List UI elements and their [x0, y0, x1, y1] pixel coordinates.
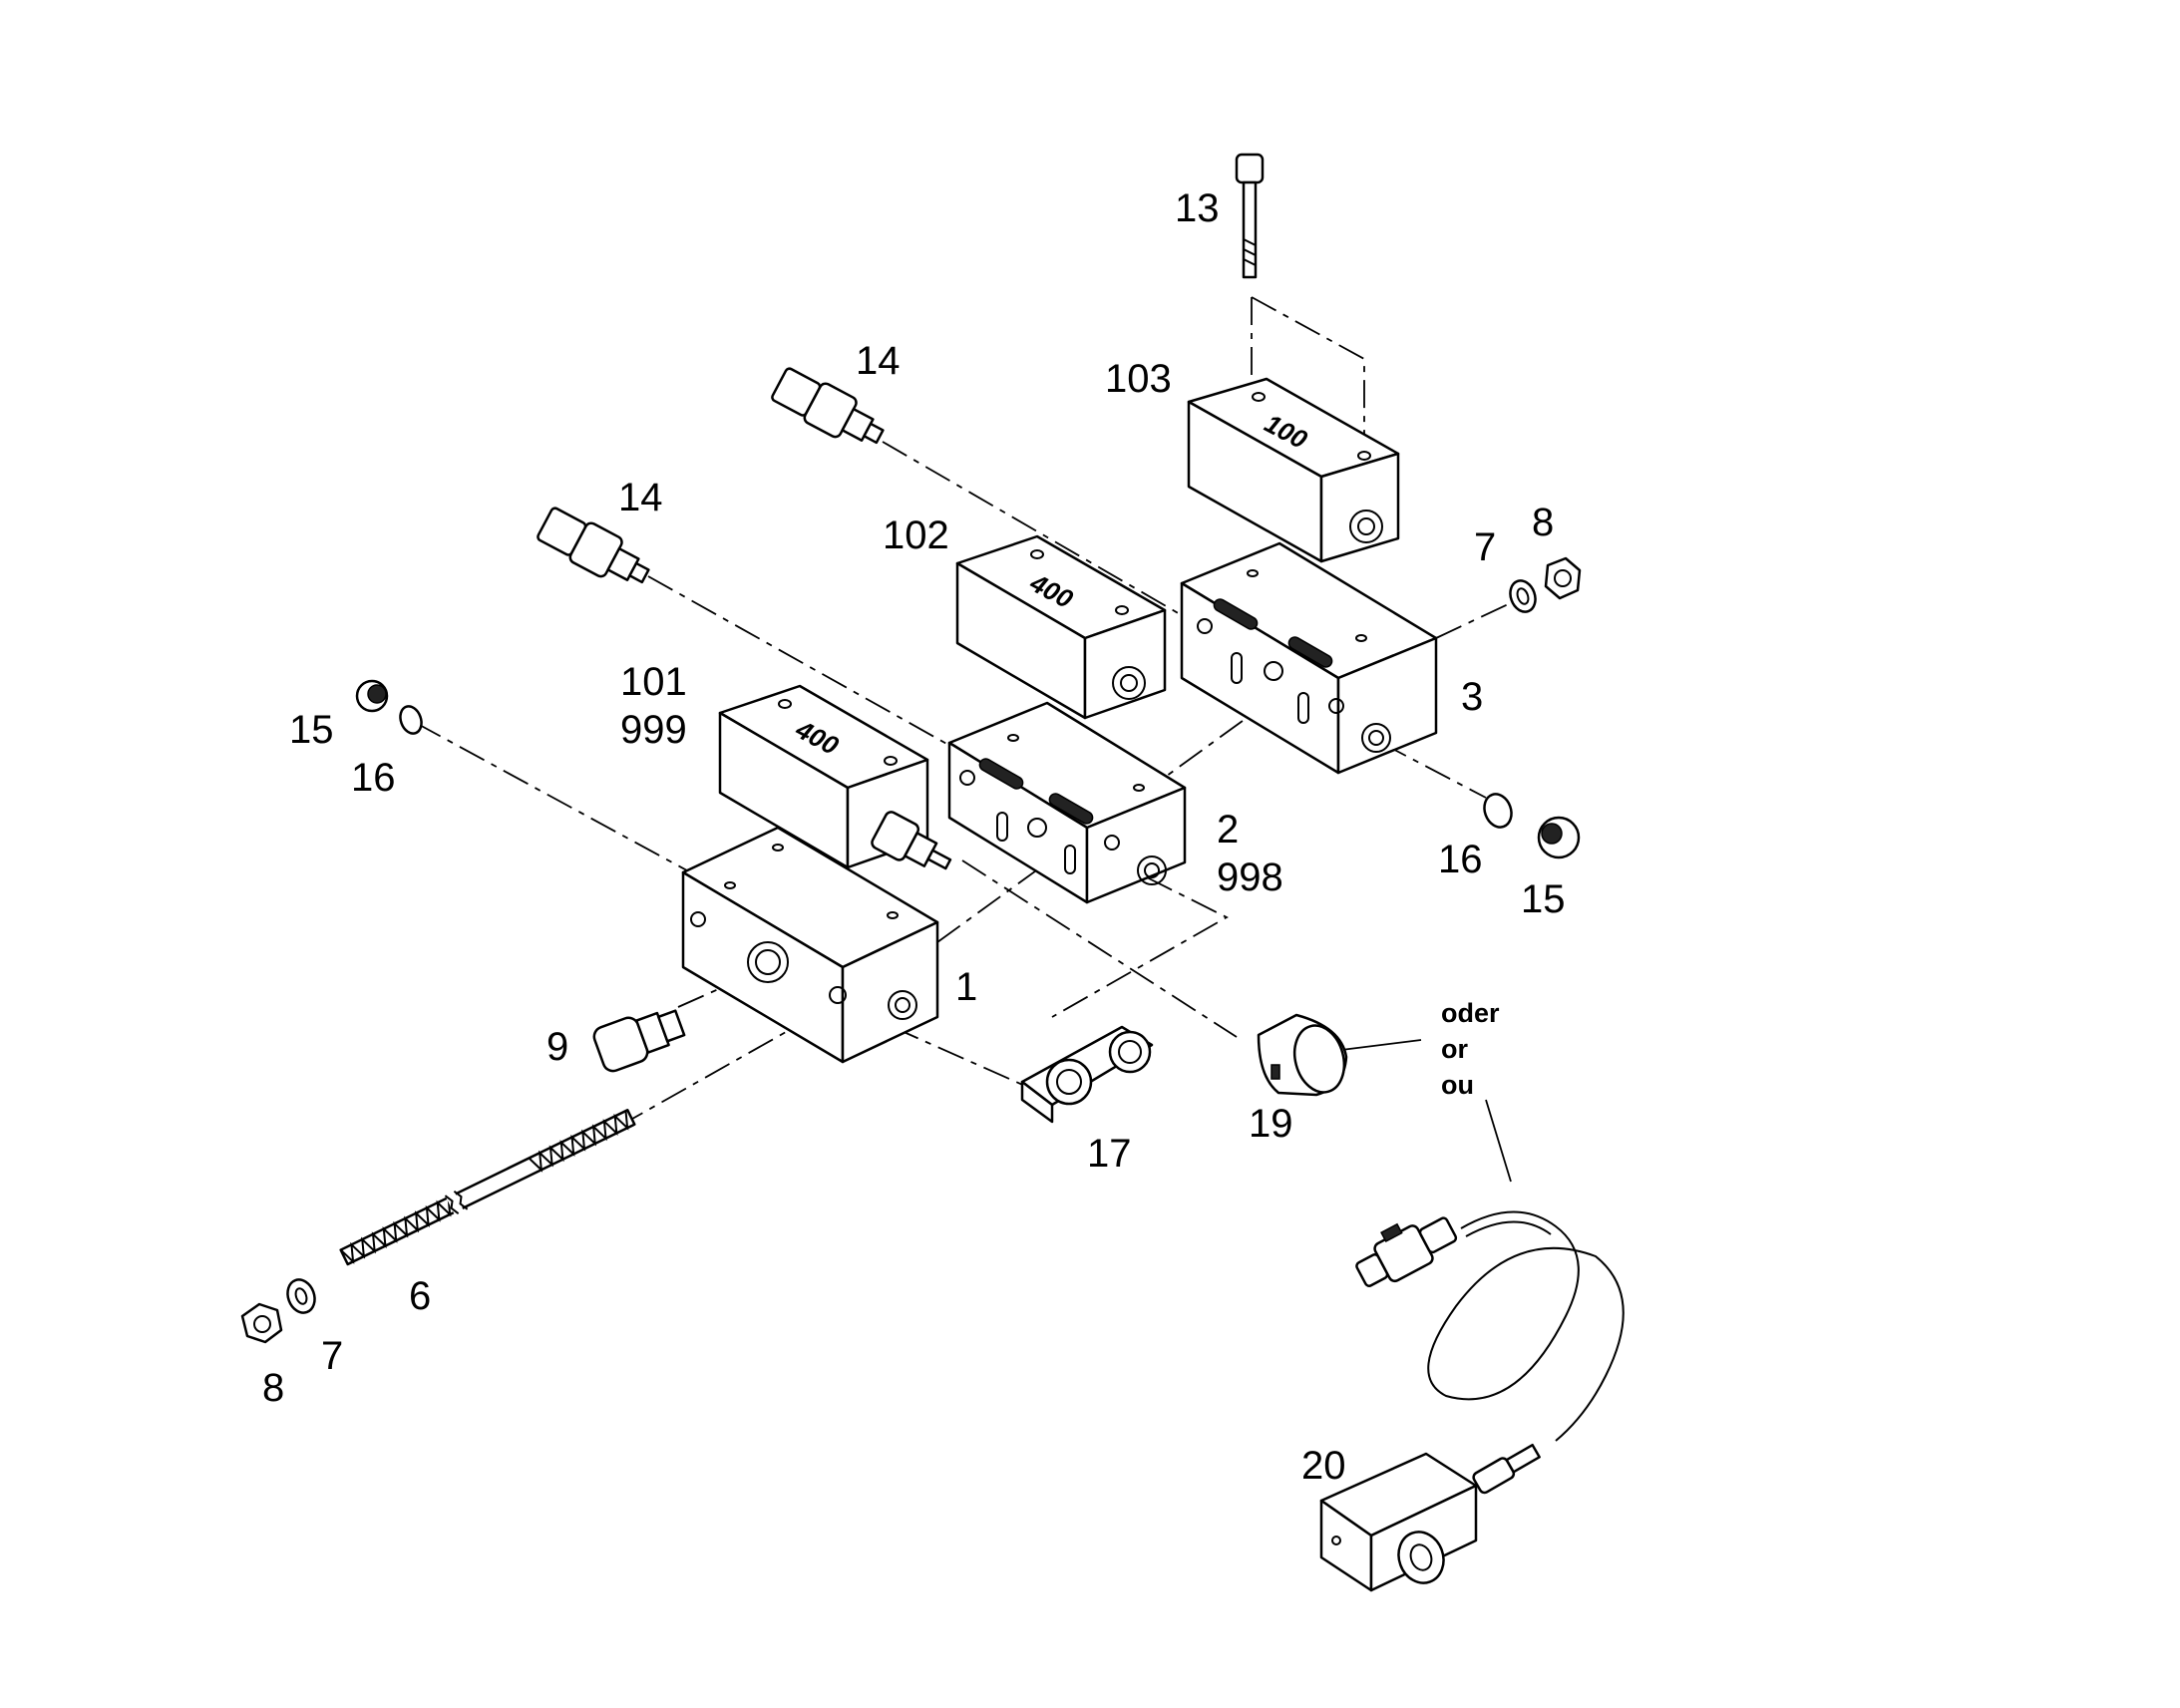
solenoid-coil-20-icon — [1319, 1443, 1541, 1592]
threaded-rod-6-icon — [339, 1109, 636, 1266]
bracket-17-icon — [1020, 1025, 1154, 1124]
label-1: 1 — [955, 965, 977, 1009]
label-999: 999 — [620, 708, 687, 752]
label-7-right: 7 — [1474, 525, 1496, 569]
label-16-right: 16 — [1438, 838, 1483, 881]
label-oder: oder — [1441, 998, 1500, 1028]
screw-fitting-on-block-101-icon — [871, 811, 952, 870]
label-13: 13 — [1175, 186, 1220, 230]
screw-plug-15-left-icon — [355, 679, 389, 713]
label-ou: ou — [1441, 1070, 1474, 1100]
label-103: 103 — [1105, 357, 1172, 401]
valve-block-1 — [681, 826, 939, 1064]
screw-plug-9-icon — [592, 1009, 686, 1073]
screw-fitting-14-lower-icon — [537, 507, 650, 584]
o-ring-16-right-icon — [1483, 793, 1513, 829]
label-101: 101 — [620, 660, 687, 704]
label-7-left: 7 — [321, 1334, 343, 1378]
label-16-left: 16 — [351, 756, 396, 800]
screw-plug-15-right-icon — [1537, 816, 1581, 859]
hex-nut-8-left-icon — [240, 1302, 283, 1344]
label-8-right: 8 — [1532, 501, 1554, 544]
label-9: 9 — [546, 1025, 568, 1069]
label-15-left: 15 — [289, 708, 334, 752]
label-6: 6 — [409, 1274, 431, 1318]
valve-block-3 — [1180, 541, 1438, 775]
protective-cap-19-icon — [1257, 1013, 1348, 1097]
label-or: or — [1441, 1034, 1468, 1064]
cable-connector-icon — [1355, 1210, 1625, 1442]
label-20: 20 — [1301, 1444, 1346, 1488]
valve-block-103: 100 — [1187, 377, 1400, 563]
socket-head-screw-13-icon — [1235, 153, 1265, 279]
label-15-right: 15 — [1521, 877, 1566, 921]
valve-block-2 — [947, 701, 1187, 904]
label-17: 17 — [1087, 1132, 1132, 1176]
o-ring-16-left-icon — [399, 705, 423, 735]
part-labels: 13 14 103 14 102 101 999 15 16 7 8 3 2 9… — [262, 186, 1566, 1488]
label-102: 102 — [883, 513, 949, 557]
hex-nut-8-right-icon — [1544, 556, 1582, 600]
center-lines — [415, 296, 1522, 1183]
label-14-lower: 14 — [618, 476, 663, 519]
washer-7-right-icon — [1509, 579, 1537, 613]
label-8-left: 8 — [262, 1366, 284, 1410]
label-3: 3 — [1461, 675, 1483, 719]
label-2: 2 — [1217, 808, 1239, 852]
label-998: 998 — [1217, 855, 1283, 899]
label-14-upper: 14 — [856, 339, 901, 383]
label-19: 19 — [1249, 1102, 1293, 1146]
screw-fitting-14-upper-icon — [771, 367, 885, 445]
washer-7-left-icon — [286, 1278, 316, 1314]
valve-block-102: 400 — [955, 534, 1167, 720]
